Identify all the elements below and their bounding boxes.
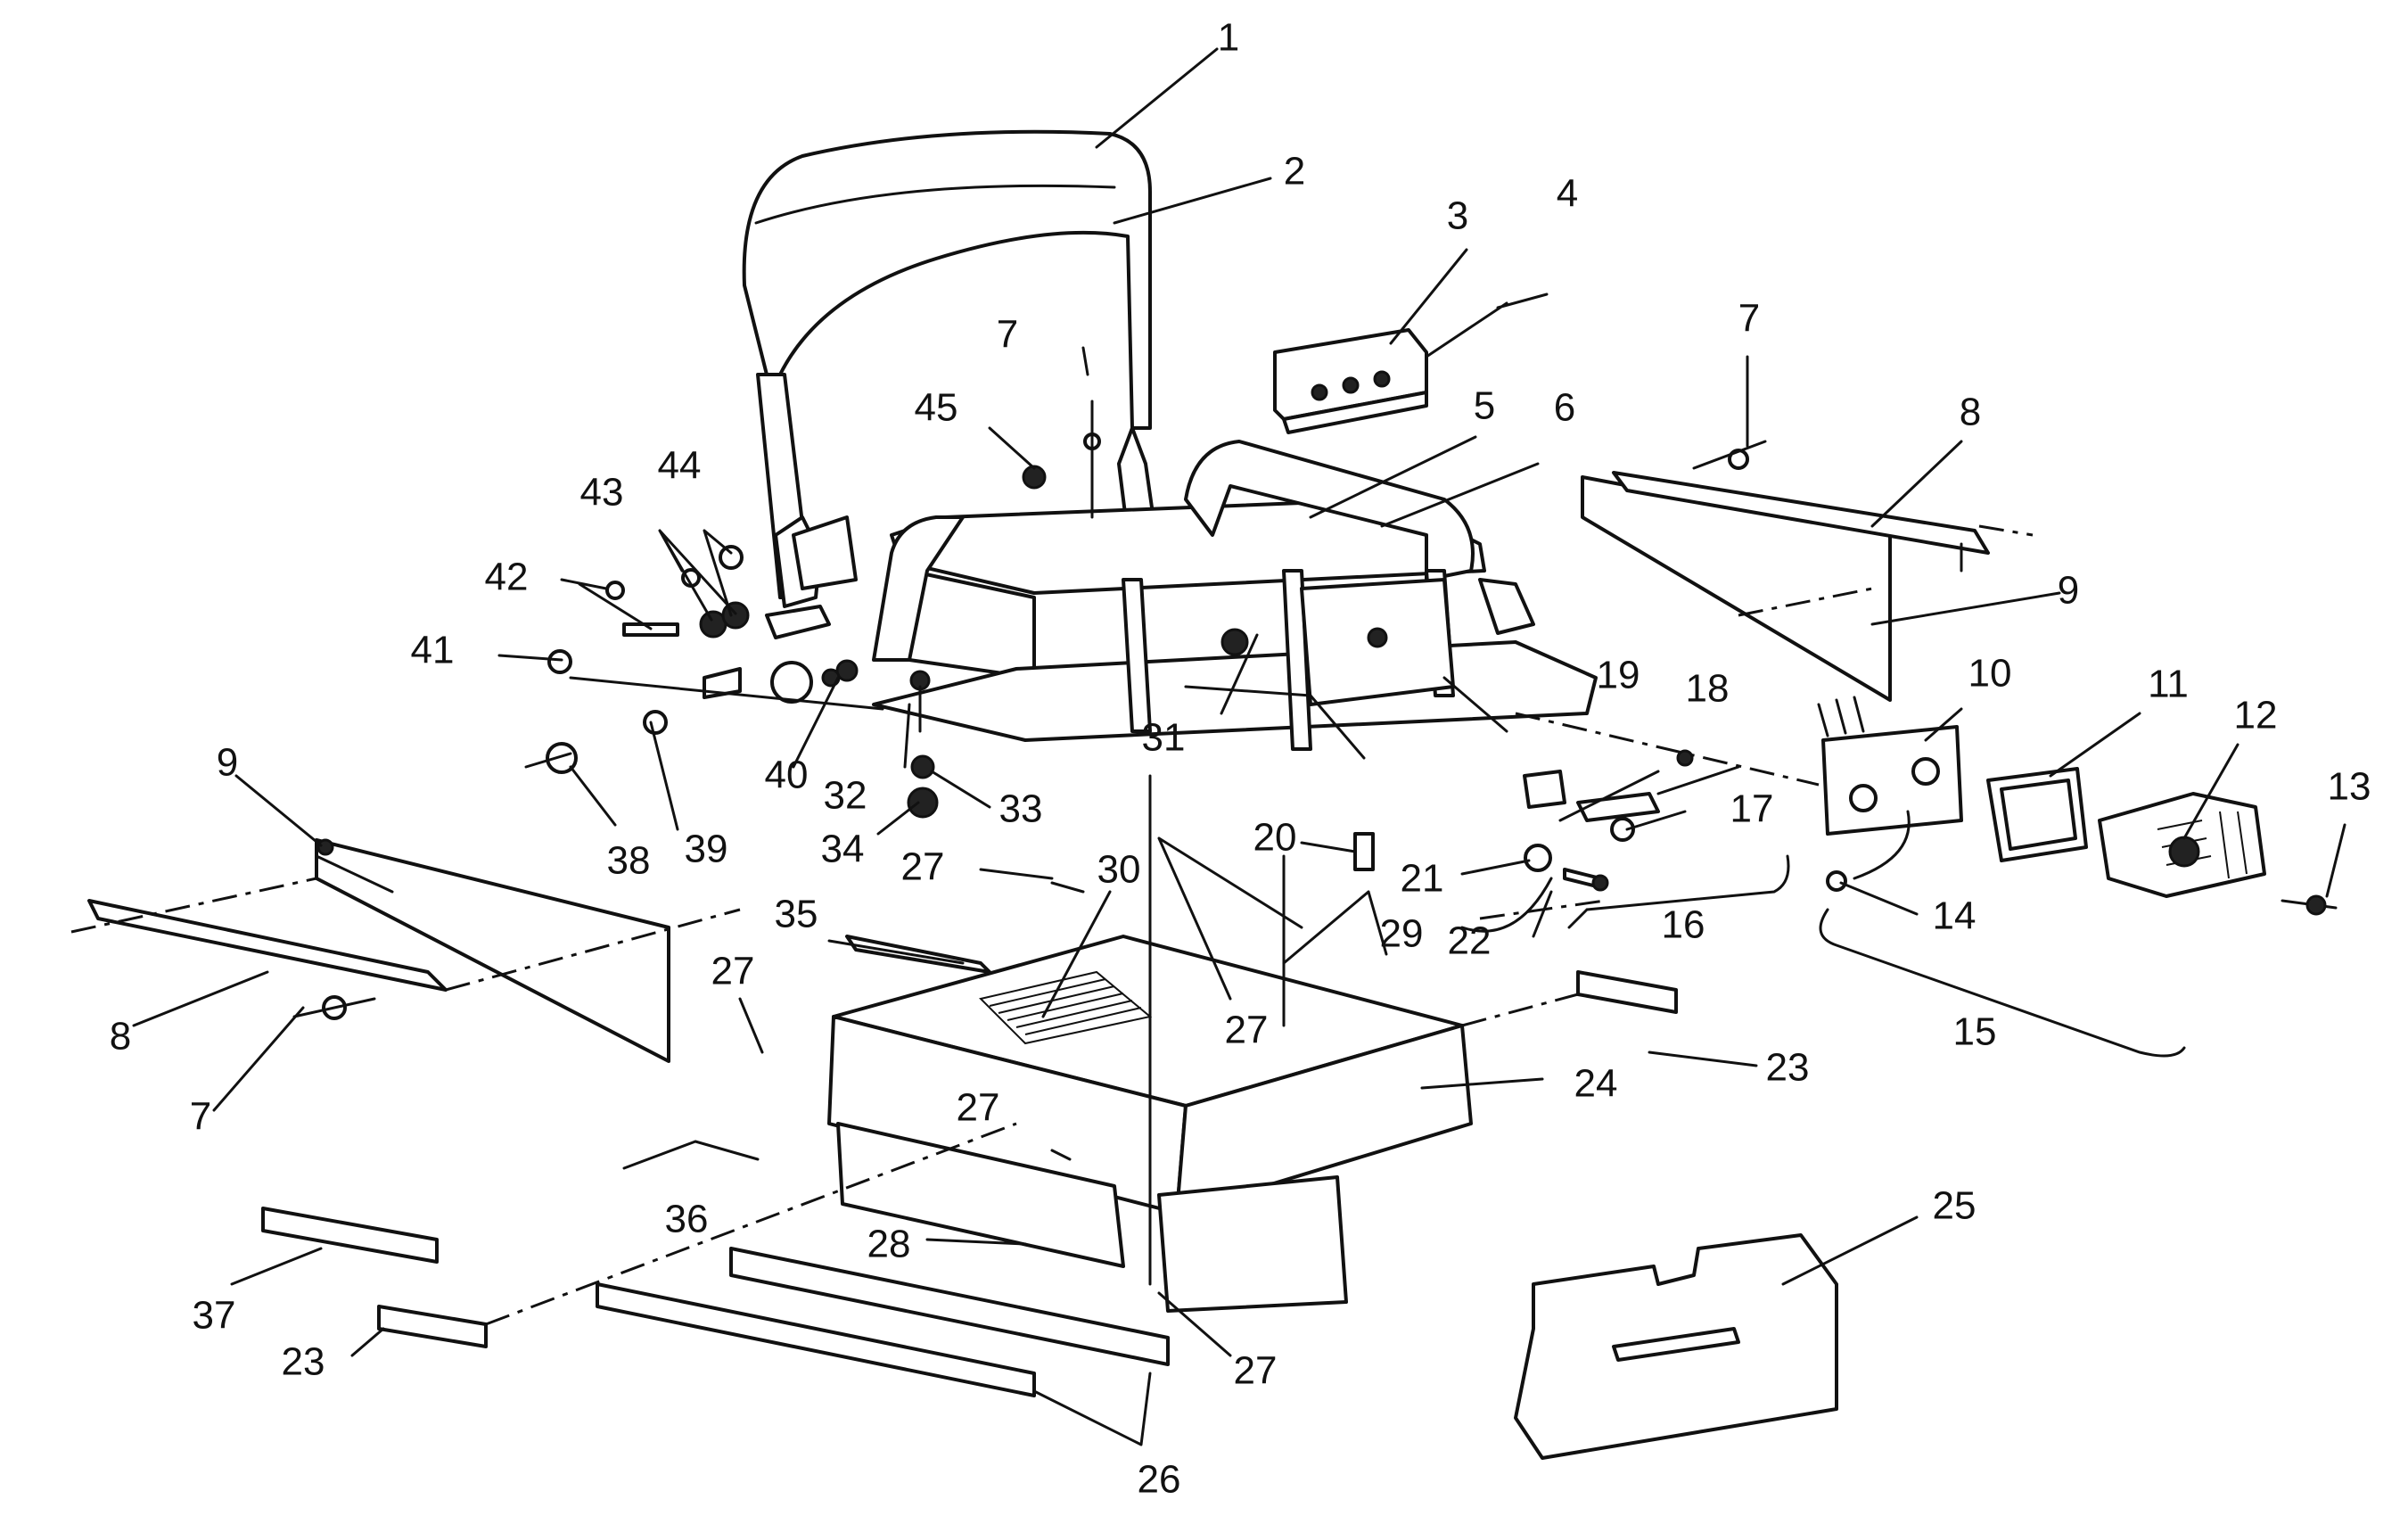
- callout-6: 6: [1554, 386, 1575, 430]
- callout-23-left: 23: [282, 1340, 325, 1384]
- callout-36: 36: [665, 1198, 709, 1241]
- callout-22: 22: [1448, 919, 1492, 963]
- callout-33: 33: [999, 787, 1043, 831]
- left-hardware: [524, 400, 1101, 819]
- callout-23-right: 23: [1766, 1046, 1810, 1090]
- callout-27-bottom: 27: [1234, 1349, 1278, 1393]
- mud-flap: [1514, 1233, 1838, 1460]
- strips: [261, 970, 1678, 1397]
- callout-35: 35: [775, 893, 818, 936]
- callout-14: 14: [1933, 894, 1977, 938]
- callout-18: 18: [1686, 667, 1730, 711]
- callout-25: 25: [1933, 1184, 1977, 1228]
- callout-21: 21: [1401, 857, 1444, 901]
- callout-15: 15: [1953, 1010, 1997, 1054]
- callout-20: 20: [1253, 816, 1297, 860]
- tail-light-assembly: [1353, 696, 2338, 1058]
- callout-45: 45: [915, 386, 958, 430]
- callout-8-left: 8: [110, 1015, 131, 1059]
- callout-44: 44: [658, 444, 702, 488]
- callout-24: 24: [1574, 1062, 1618, 1106]
- callout-39: 39: [685, 828, 728, 871]
- callout-2: 2: [1284, 150, 1305, 194]
- callout-4: 4: [1557, 172, 1578, 216]
- callout-1: 1: [1218, 16, 1239, 60]
- callout-16: 16: [1662, 903, 1705, 947]
- callout-26: 26: [1138, 1458, 1181, 1502]
- callout-31: 31: [1142, 716, 1186, 760]
- callout-29: 29: [1380, 912, 1424, 956]
- callout-13: 13: [2328, 765, 2371, 809]
- callout-5: 5: [1474, 384, 1495, 428]
- leader-lines: [132, 47, 2346, 1446]
- callout-7-top: 7: [997, 313, 1018, 357]
- callout-38: 38: [607, 839, 651, 883]
- callout-43: 43: [580, 471, 624, 515]
- left-side-panel: [70, 838, 741, 1063]
- callout-30: 30: [1097, 848, 1141, 892]
- callout-28: 28: [867, 1223, 911, 1266]
- storage-box: [827, 774, 1473, 1313]
- callout-37: 37: [193, 1294, 236, 1338]
- callout-labels: 1 2 3 4 5 6 7 7 7 8 8 9 9 10 11 12 13 14…: [110, 16, 2371, 1502]
- callout-10: 10: [1968, 652, 2012, 696]
- callout-11: 11: [2148, 663, 2189, 706]
- callout-9-left: 9: [217, 741, 238, 785]
- bracket: [1273, 328, 1428, 434]
- callout-7-right: 7: [1738, 297, 1760, 341]
- callout-3: 3: [1447, 194, 1468, 238]
- rack-frame: [872, 440, 1598, 760]
- callout-32: 32: [824, 774, 867, 818]
- callout-7-left: 7: [190, 1095, 211, 1139]
- callout-27-top: 27: [901, 845, 945, 889]
- callout-27-left: 27: [711, 950, 755, 993]
- callout-17: 17: [1730, 787, 1774, 831]
- callout-12: 12: [2234, 694, 2278, 737]
- callout-8-right: 8: [1960, 391, 1981, 434]
- callout-9-right: 9: [2058, 569, 2079, 613]
- right-side-panel: [1581, 440, 2034, 702]
- callout-27-center: 27: [1225, 1009, 1269, 1052]
- callout-19: 19: [1597, 654, 1640, 697]
- callout-42: 42: [485, 556, 529, 599]
- callout-27-front: 27: [957, 1086, 1000, 1130]
- callout-34: 34: [821, 828, 865, 871]
- callout-41: 41: [411, 629, 455, 672]
- callout-40: 40: [765, 754, 809, 797]
